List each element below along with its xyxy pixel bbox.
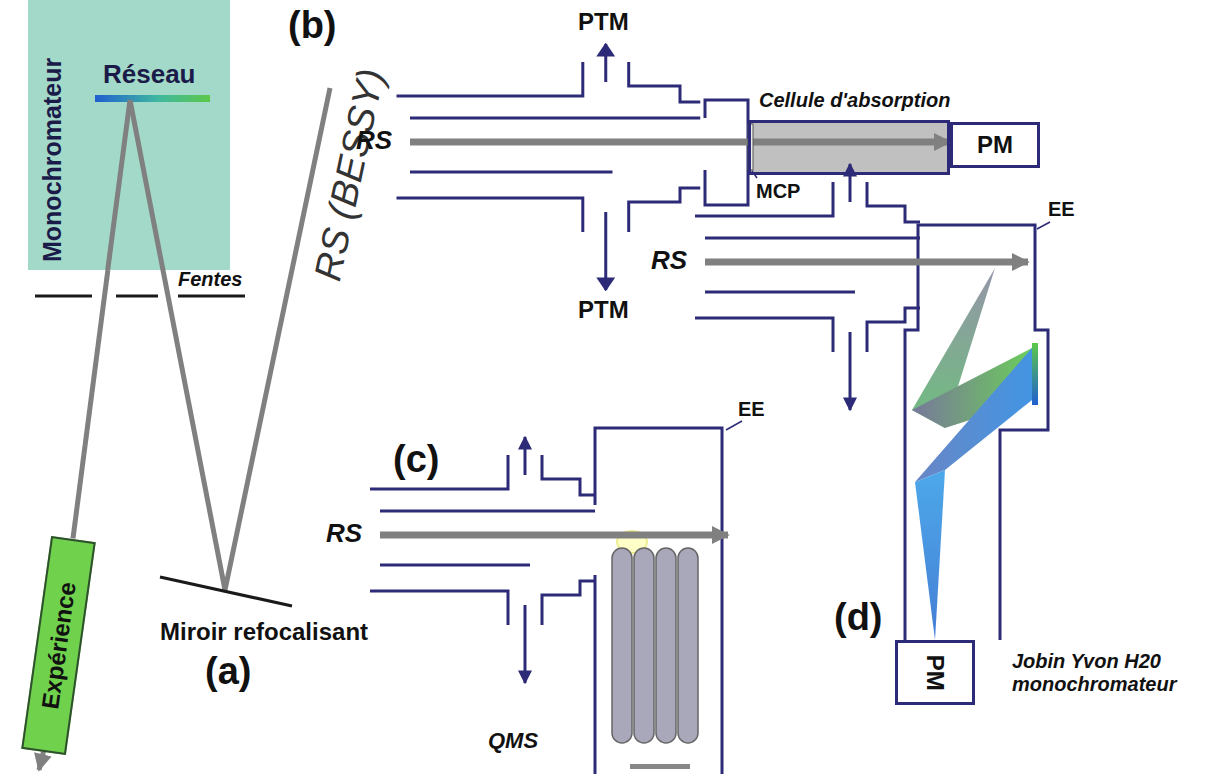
mirror-label: Miroir refocalisant bbox=[160, 618, 368, 646]
monochromator-box: Réseau Monochromateur bbox=[28, 0, 230, 270]
light-ray bbox=[108, 100, 130, 270]
analyzer-label: QMS bbox=[488, 728, 538, 753]
pump-label: PTM bbox=[578, 8, 629, 36]
light-ray bbox=[73, 270, 108, 539]
monochromator-fill bbox=[28, 0, 230, 270]
synchrotron-beam bbox=[380, 532, 728, 539]
monochromator-housing bbox=[905, 300, 1048, 640]
quadrupole-rods bbox=[612, 548, 698, 743]
node-text: Expérience bbox=[35, 580, 80, 711]
node-text: PM bbox=[921, 655, 949, 691]
vacuum-chamber bbox=[370, 437, 595, 683]
chamber-end bbox=[705, 100, 748, 205]
node-text: Réseau bbox=[103, 60, 196, 90]
panel-letter: (c) bbox=[393, 438, 439, 482]
source-label: RS (BESSY) bbox=[306, 65, 394, 285]
slits bbox=[35, 295, 245, 298]
light-ray bbox=[130, 88, 330, 590]
window-label: EE bbox=[738, 398, 765, 421]
light-ray bbox=[39, 752, 44, 771]
beam-label: RS bbox=[651, 246, 687, 276]
node-text: Cellule d'absorption bbox=[759, 89, 950, 112]
beam-label: RS bbox=[326, 519, 362, 549]
leader-line bbox=[1037, 222, 1050, 229]
panel-letter: (b) bbox=[288, 4, 337, 48]
grating bbox=[1032, 343, 1038, 405]
vacuum-chamber bbox=[397, 44, 701, 290]
window-label: EE bbox=[1048, 198, 1075, 221]
detector-plate bbox=[630, 764, 690, 769]
fluorescence-light bbox=[912, 268, 1032, 640]
detector-label: MCP bbox=[756, 180, 800, 203]
beam-label: RS bbox=[356, 126, 392, 156]
node-text: PM bbox=[977, 131, 1013, 159]
pump-label: PTM bbox=[578, 296, 629, 324]
leader-line bbox=[726, 421, 742, 430]
vacuum-chamber bbox=[695, 164, 920, 410]
synchrotron-beam bbox=[705, 259, 1028, 266]
slits-label: Fentes bbox=[178, 268, 242, 291]
experiment-box: Expérience bbox=[21, 535, 95, 754]
absorption-cell: Cellule d'absorption bbox=[748, 120, 950, 175]
panel-letter: (d) bbox=[834, 596, 883, 640]
chamber-end bbox=[595, 428, 722, 774]
panel-letter: (a) bbox=[205, 650, 251, 694]
grating bbox=[95, 95, 210, 102]
node-text: Monochromateur bbox=[38, 58, 67, 262]
photomultiplier-box: PM bbox=[895, 640, 975, 705]
synchrotron-beam bbox=[410, 139, 950, 146]
monochromator-label: Jobin Yvon H20 monochromateur bbox=[1012, 650, 1187, 696]
photomultiplier-box: PM bbox=[950, 122, 1040, 168]
refocusing-mirror bbox=[160, 577, 292, 606]
